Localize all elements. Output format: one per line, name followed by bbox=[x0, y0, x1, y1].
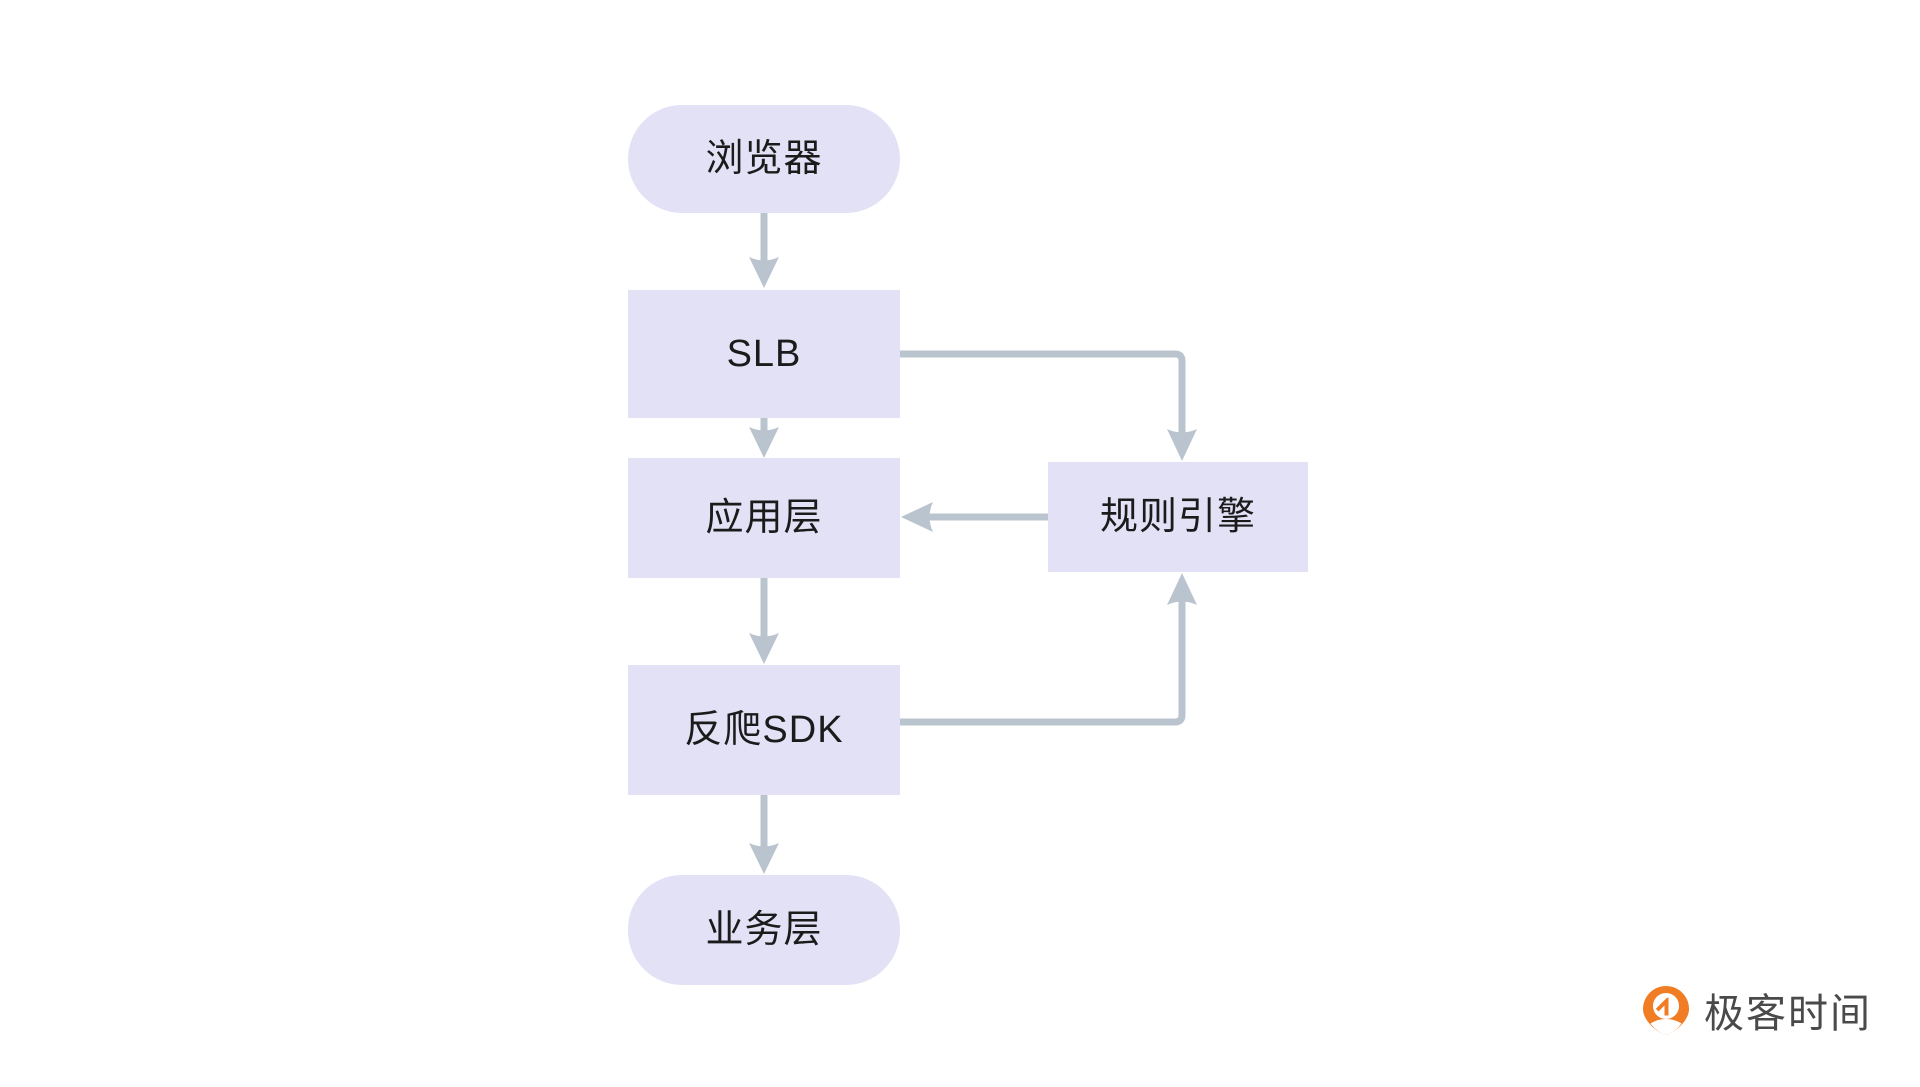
node-anti-crawler-sdk[interactable]: 反爬SDK bbox=[628, 665, 900, 795]
arrowhead-app-top bbox=[749, 427, 779, 458]
node-business-layer[interactable]: 业务层 bbox=[628, 875, 900, 985]
edge-slb-to-rule bbox=[900, 350, 1186, 434]
node-browser-label: 浏览器 bbox=[705, 138, 823, 180]
arrowhead-rule-top bbox=[1167, 429, 1197, 461]
node-business-layer-label: 业务层 bbox=[705, 909, 823, 951]
arrowhead-app-right bbox=[901, 502, 933, 532]
arrowheads bbox=[749, 257, 1197, 874]
node-application-layer-label: 应用层 bbox=[705, 497, 823, 539]
node-anti-crawler-sdk-label: 反爬SDK bbox=[684, 709, 844, 751]
node-slb[interactable]: SLB bbox=[628, 290, 900, 418]
node-slb-label: SLB bbox=[726, 333, 802, 375]
node-application-layer[interactable]: 应用层 bbox=[628, 458, 900, 578]
arrowhead-rule-bottom bbox=[1167, 573, 1197, 605]
geektime-pin-icon bbox=[1643, 986, 1689, 1035]
node-rule-engine[interactable]: 规则引擎 bbox=[1048, 462, 1308, 572]
edge-sdk-to-rule bbox=[900, 600, 1186, 726]
geektime-brand-text: 极客时间 bbox=[1704, 992, 1872, 1036]
watermark-logo: 极客时间 bbox=[1640, 981, 1872, 1039]
node-rule-engine-label: 规则引擎 bbox=[1099, 496, 1256, 538]
node-browser[interactable]: 浏览器 bbox=[628, 105, 900, 213]
arrowhead-sdk-top bbox=[749, 633, 779, 664]
arrowhead-business-top bbox=[749, 843, 779, 874]
arrowhead-slb-top bbox=[749, 257, 779, 288]
